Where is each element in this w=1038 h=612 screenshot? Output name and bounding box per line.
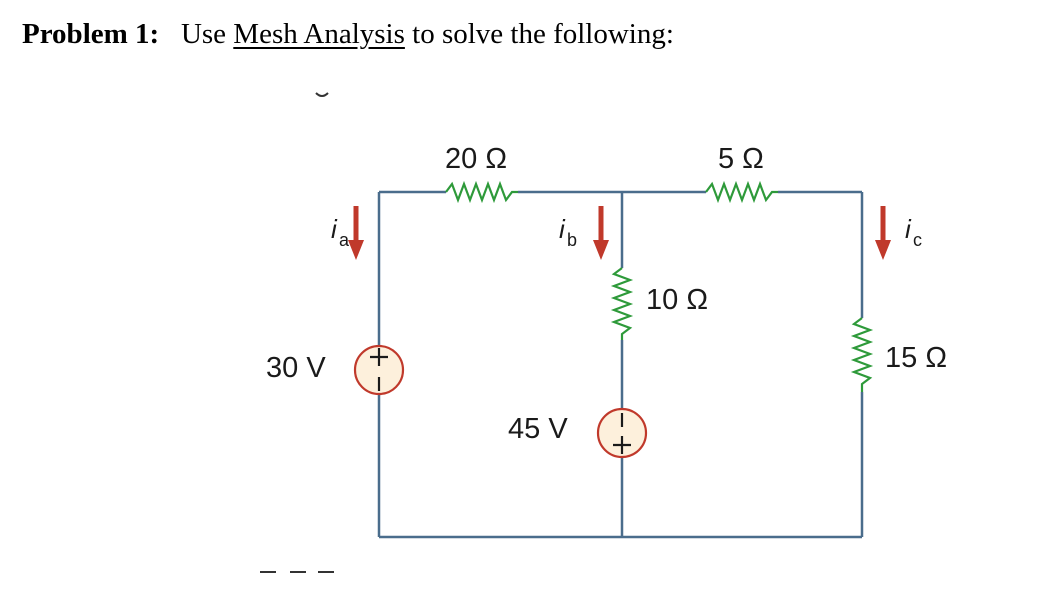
label-ic-main: i — [905, 214, 912, 244]
label-ia-sub: a — [339, 230, 350, 250]
scan-artifact — [315, 92, 329, 97]
header-text-2: to solve the following: — [412, 18, 674, 50]
label-v45: 45 V — [508, 413, 568, 445]
resistor-10-ohm — [610, 267, 634, 340]
label-ic-sub: c — [913, 230, 922, 250]
header-text-1: Use — [180, 18, 227, 50]
label-r5: 5 Ω — [718, 143, 764, 175]
label-ia-main: i — [331, 214, 338, 244]
resistor-5-ohm — [705, 180, 778, 204]
current-arrow-ib — [593, 206, 609, 260]
mesh-analysis-link[interactable]: Mesh Analysis — [233, 18, 405, 50]
current-arrow-ia — [348, 206, 364, 260]
voltage-source-45v — [596, 407, 648, 459]
voltage-source-30v — [353, 344, 405, 396]
label-v30: 30 V — [266, 352, 326, 384]
label-ib-sub: b — [567, 230, 577, 250]
current-arrow-ic — [875, 206, 891, 260]
resistor-20-ohm — [445, 180, 518, 204]
label-ib-main: i — [559, 214, 566, 244]
problem-number: Problem 1: — [22, 18, 160, 50]
resistor-15-ohm — [850, 317, 874, 392]
label-r15: 15 Ω — [885, 342, 947, 374]
label-r10: 10 Ω — [646, 284, 708, 316]
label-r20: 20 Ω — [445, 143, 507, 175]
problem-header: Problem 1: Use Mesh Analysis to solve th… — [22, 18, 674, 51]
